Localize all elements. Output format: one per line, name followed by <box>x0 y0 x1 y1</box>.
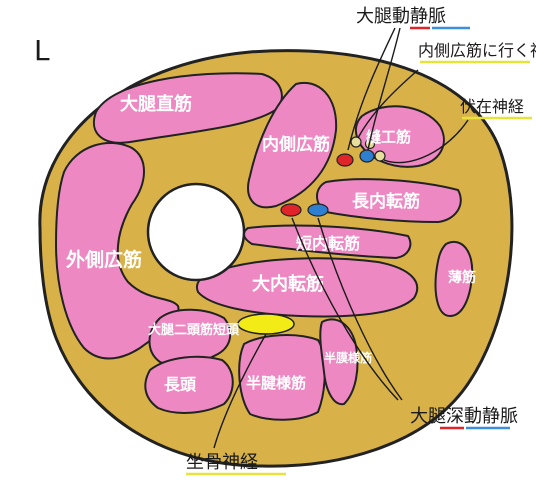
label-vastus-medialis: 内側広筋 <box>262 134 330 155</box>
muscle-vastus-lateralis <box>54 141 180 360</box>
leader-saphenous-nerve <box>383 119 469 164</box>
label-rectus-femoris: 大腿直筋 <box>120 93 192 115</box>
leader-nerve-to-vastus-medialis <box>357 69 419 139</box>
femur-bone <box>146 182 246 282</box>
label-biceps-long-head: 長頭 <box>164 375 197 394</box>
deep-femoral-artery <box>280 203 302 217</box>
muscle-vastus-medialis <box>247 81 338 209</box>
label-sartorius: 縫工筋 <box>365 128 411 146</box>
label-biceps-short-head: 大腿二頭筋短頭 <box>148 322 240 338</box>
muscle-adductor-brevis <box>242 224 412 260</box>
label-femoral-vessels: 大腿動静脈 <box>356 6 446 27</box>
label-adductor-brevis: 短内転筋 <box>296 234 360 253</box>
muscle-semitendinosus <box>238 334 326 421</box>
label-vastus-medialis-text: 内側広筋 <box>262 134 330 155</box>
femoral-vein <box>359 149 375 163</box>
label-deep-femoral-vessels: 大腿深動静脈 <box>410 406 518 427</box>
muscle-adductor-magnus <box>196 257 419 318</box>
deep-femoral-vein <box>307 203 329 217</box>
muscle-semimembranosus <box>319 318 359 406</box>
nerve-to-vastus-medialis-dot <box>350 136 362 148</box>
femoral-artery <box>336 153 354 167</box>
label-gracilis: 薄筋 <box>448 269 476 286</box>
label-adductor-magnus: 大内転筋 <box>252 273 324 295</box>
saphenous-nerve-dot-2 <box>374 150 386 162</box>
leader-femoral-vessels <box>347 27 401 151</box>
label-semimembranosus: 半膜様筋 <box>324 350 372 365</box>
label-sciatic-nerve: 坐骨神経 <box>186 452 258 473</box>
label-nerve-to-vastus-medialis: 内側広筋に行く神経 <box>418 41 536 60</box>
leader-deep-femoral-vessels <box>291 217 403 401</box>
muscle-biceps-short-head <box>148 308 232 366</box>
label-adductor-longus: 長内転筋 <box>352 191 420 212</box>
leader-sciatic-nerve <box>213 333 267 449</box>
muscle-biceps-long-head <box>144 355 234 414</box>
label-saphenous-nerve: 伏在神経 <box>460 97 524 116</box>
sciatic-nerve <box>237 313 295 335</box>
side-marker-L: L <box>34 34 50 67</box>
muscle-gracilis <box>434 241 474 318</box>
label-vastus-lateralis: 外側広筋 <box>66 248 142 271</box>
label-semitendinosus: 半腱様筋 <box>246 374 306 392</box>
